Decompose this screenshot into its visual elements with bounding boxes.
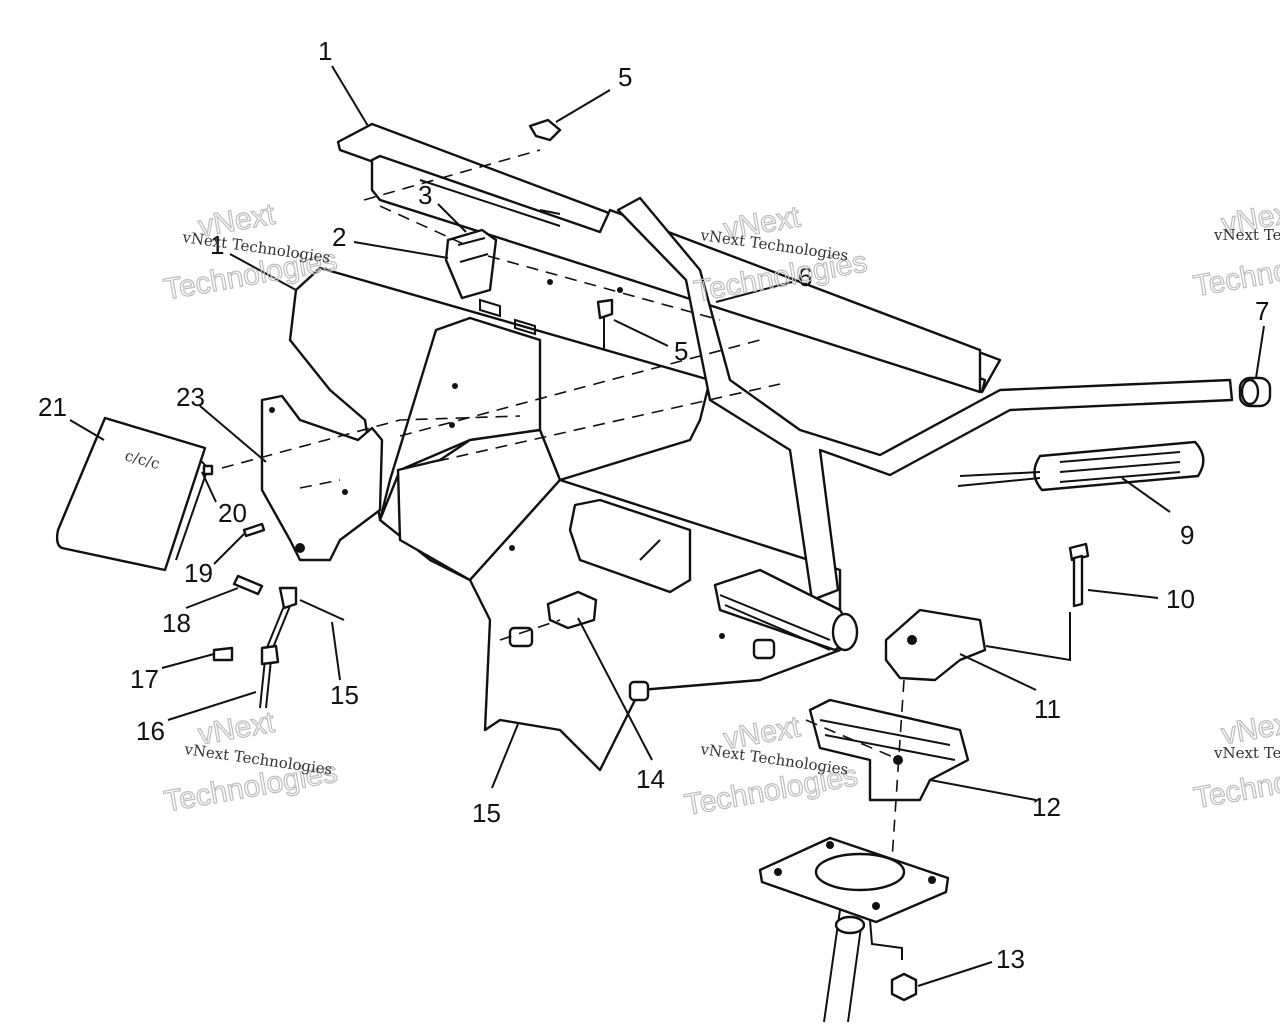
part-15-lower-panel <box>468 478 842 772</box>
callout-18: 17 <box>130 664 159 694</box>
part-7-end-cap <box>1238 376 1272 408</box>
part-13-nut <box>890 972 918 1002</box>
part-10-bolt <box>1068 542 1090 608</box>
callout-23: 23 <box>176 382 205 412</box>
callout-labels: 1 5 3 2 1 6 7 5 21 23 20 9 19 10 18 17 1… <box>38 36 1269 974</box>
watermark-6-small: vNext Technologies <box>1213 744 1280 762</box>
callout-15: 15 <box>472 798 501 828</box>
callout-3: 3 <box>418 180 432 210</box>
callout-17: 16 <box>136 716 165 746</box>
callout-14: 14 <box>636 764 665 794</box>
callout-11: 11 <box>1034 694 1061 724</box>
callout-5-mid: 5 <box>674 336 688 366</box>
part-12-clamp <box>808 698 970 802</box>
leader-lines <box>69 65 1265 987</box>
svg-text:Technologies: Technologies <box>1191 240 1280 303</box>
callout-5-top: 5 <box>618 62 632 92</box>
callout-21: 20 <box>218 498 247 528</box>
callout-2: 2 <box>332 222 346 252</box>
small-parts <box>202 464 598 709</box>
part-1-pod-housing <box>288 266 712 582</box>
callout-4: 1 <box>318 36 332 66</box>
callout-20: 19 <box>184 558 213 588</box>
part-2-3-switch <box>444 228 498 300</box>
callout-16: 15 <box>330 680 359 710</box>
callout-19: 18 <box>162 608 191 638</box>
assembly-lines <box>221 149 1071 960</box>
callout-10: 10 <box>1166 584 1195 614</box>
part-11-clamp <box>884 608 987 682</box>
callout-6: 6 <box>798 262 812 292</box>
part-6-handlebar <box>616 196 1234 652</box>
part-5-bolts <box>528 118 614 350</box>
callout-22: 21 <box>38 392 67 422</box>
callout-12: 12 <box>1032 792 1061 822</box>
part-23-bracket <box>260 394 384 562</box>
callout-1: 1 <box>210 230 224 260</box>
callout-13: 13 <box>996 944 1025 974</box>
part-9-grip <box>957 440 1205 492</box>
part-22-plate: c/c/c <box>55 416 210 572</box>
watermark-3: vNext Technologies <box>1191 195 1280 304</box>
watermark-3-small: vNext Technologies <box>1213 226 1280 244</box>
steering-post-mount <box>758 836 950 1023</box>
callout-9: 9 <box>1180 520 1194 550</box>
callout-7: 7 <box>1255 296 1269 326</box>
